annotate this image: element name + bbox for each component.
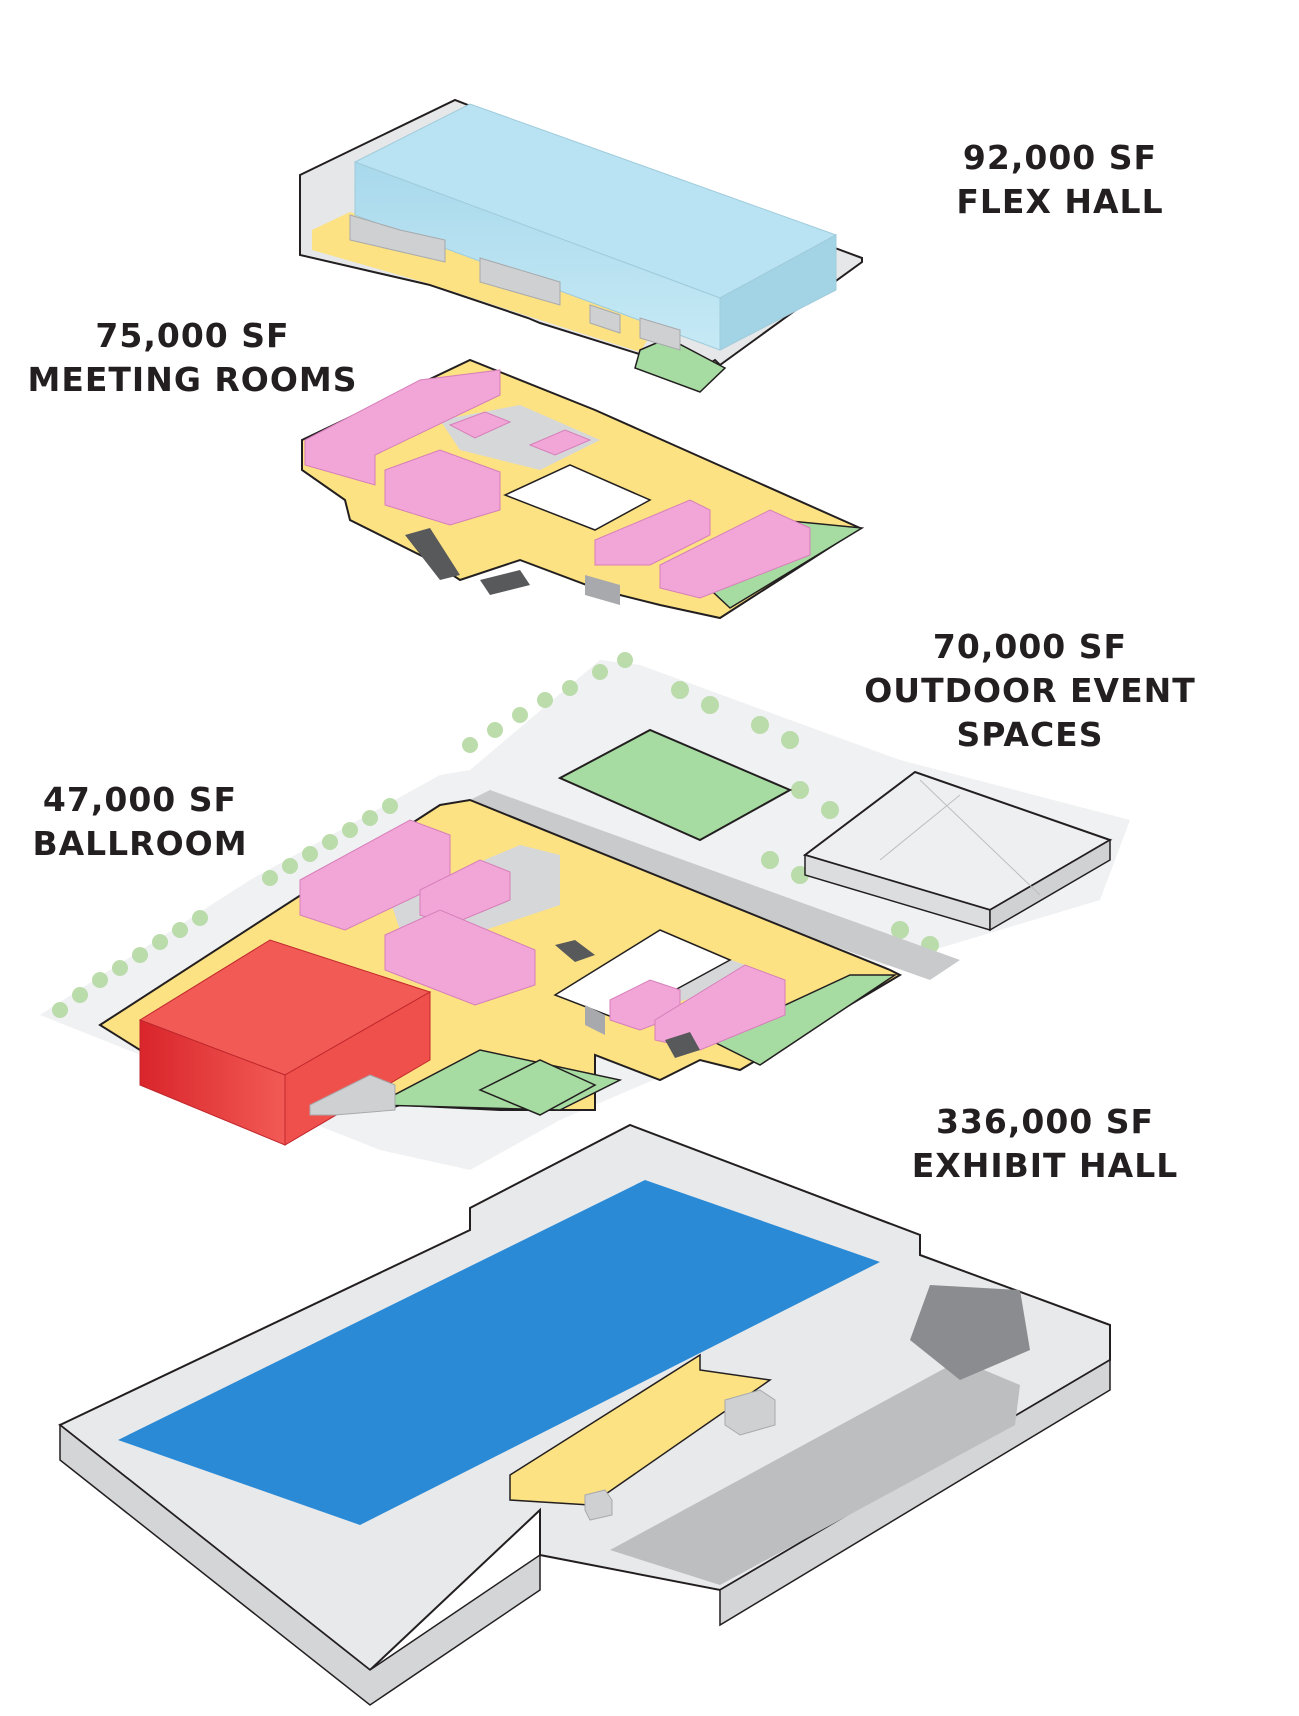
meeting-room-block-4 [528,429,592,456]
exhibit-hall-area: 336,000 SF [935,1102,1155,1141]
meeting-rooms-area: 75,000 SF [95,316,290,355]
ground-service-box-1 [309,1074,396,1116]
exhibit-hall-label: 336,000 SF EXHIBIT HALL [890,1100,1200,1188]
ballroom-terrace-right [708,974,898,1066]
meeting-courtyard-void [503,464,652,531]
exhibit-hall-floor [118,1180,880,1525]
ballroom-area: 47,000 SF [42,780,238,819]
flex-hall-service-4 [639,317,681,351]
meeting-rooms-name: MEETING ROOMS [27,360,358,399]
tree-rows [52,652,1099,1018]
outdoor-area: 70,000 SF [932,627,1128,666]
exhibit-hall-level [58,1123,1111,1706]
ballroom-terrace-small [478,1059,597,1116]
meeting-service-box [585,575,620,605]
outdoor-green-square [557,728,793,842]
ground-pink-block-5 [654,964,786,1051]
meeting-rooms-level [301,358,865,620]
flex-hall-service-2 [479,257,561,306]
outdoor-name-line2: SPACES [956,715,1104,754]
exhibit-service-box-2 [584,1489,613,1521]
ground-service-box-2 [585,1005,605,1035]
meeting-rooms-label: 75,000 SF MEETING ROOMS [20,314,365,402]
ground-pink-block-2 [419,859,511,926]
flex-hall-label: 92,000 SF FLEX HALL [930,136,1190,224]
meeting-room-block-6 [659,509,811,599]
ground-level [40,652,1130,1170]
ballroom-label: 47,000 SF BALLROOM [20,778,260,866]
meeting-stair-2 [480,570,530,595]
exhibit-loading-ramp [910,1285,1030,1380]
exhibit-loading-area [610,1360,1020,1585]
exhibit-tray-wall [59,1423,541,1706]
exhibit-hall-name: EXHIBIT HALL [911,1146,1179,1185]
flex-hall-name: FLEX HALL [956,182,1164,221]
outdoor-pavilion-side [989,838,1111,932]
exhibit-service-box-1 [724,1389,776,1436]
meeting-room-block-1 [304,369,501,486]
ballroom-name: BALLROOM [32,824,248,863]
ground-pink-block-3 [384,909,536,1006]
meeting-room-block-5 [594,499,711,566]
meeting-room-block-3 [448,411,512,439]
flex-hall-area: 92,000 SF [962,138,1158,177]
flex-hall-block-side [719,234,837,351]
meeting-stair-1 [405,528,460,580]
road-strip [450,790,960,980]
flex-hall-level [299,98,863,393]
flex-hall-service-3 [589,304,621,334]
outdoor-name-line1: OUTDOOR EVENT [864,671,1196,710]
ground-stair [555,940,595,962]
flex-hall-service-1 [349,214,446,263]
exhibit-bridge [509,1353,772,1506]
ground-stair-2 [665,1032,700,1058]
meeting-room-block-2 [384,449,501,526]
outdoor-event-spaces-label: 70,000 SF OUTDOOR EVENT SPACES [850,625,1210,757]
